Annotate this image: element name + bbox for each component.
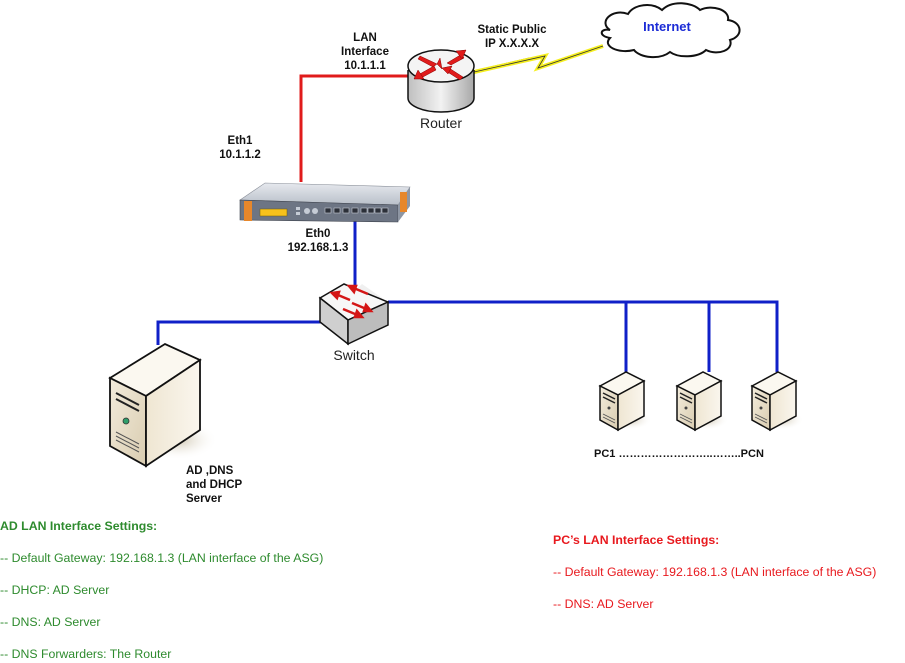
pc-settings-line: -- Default Gateway: 192.168.1.3 (LAN int…	[553, 565, 877, 579]
router-icon	[407, 49, 475, 113]
rack-appliance-icon	[239, 182, 411, 223]
static-public-ip-label: Static Public IP X.X.X.X	[462, 23, 562, 51]
link-router-firewall	[299, 74, 408, 182]
ad-server-label-line: Server	[186, 493, 222, 505]
pc-settings-title: PC’s LAN Interface Settings:	[553, 533, 720, 547]
internet-cloud-icon	[600, 2, 741, 58]
ad-server-label-line: and DHCP	[186, 479, 243, 491]
pc-tower-icon	[750, 371, 804, 432]
switch-icon	[318, 283, 390, 346]
ad-settings-line: -- Default Gateway: 192.168.1.3 (LAN int…	[0, 551, 324, 565]
ad-settings-line: -- DNS Forwarders: The Router	[0, 647, 172, 661]
eth1-name: Eth1	[227, 135, 253, 147]
ad-server-label: AD ,DNS and DHCP Server	[186, 464, 242, 506]
pc-settings-panel: PC’s LAN Interface Settings: -- Default …	[553, 532, 876, 612]
ad-server-label-line: AD ,DNS	[186, 465, 234, 477]
pc-settings-line: -- DNS: AD Server	[553, 597, 654, 611]
internet-label: Internet	[643, 19, 691, 34]
ad-settings-title: AD LAN Interface Settings:	[0, 519, 158, 533]
eth1-label: Eth1 10.1.1.2	[205, 134, 275, 162]
eth0-name: Eth0	[305, 228, 331, 240]
ad-settings-line: -- DNS: AD Server	[0, 615, 101, 629]
static-public-ip: IP X.X.X.X	[484, 38, 540, 50]
pc-tower-icon	[598, 371, 652, 432]
pcs-label: PC1 ……………………..……..PCN	[594, 448, 764, 460]
ad-settings-panel: AD LAN Interface Settings: -- Default Ga…	[0, 518, 323, 662]
switch-label: Switch	[333, 347, 375, 363]
eth0-label: Eth0 192.168.1.3	[278, 227, 358, 255]
static-public-line: Static Public	[477, 24, 547, 36]
lan-interface-line: Interface	[341, 46, 389, 58]
lan-interface-label: LAN Interface 10.1.1.1	[330, 31, 400, 73]
ad-settings-line: -- DHCP: AD Server	[0, 583, 110, 597]
eth0-ip: 192.168.1.3	[287, 242, 349, 254]
server-tower-icon	[108, 342, 218, 468]
lan-interface-ip: 10.1.1.1	[344, 60, 386, 72]
router-label: Router	[419, 115, 463, 131]
eth1-ip: 10.1.1.2	[219, 149, 261, 161]
link-switch-ad-server	[156, 320, 322, 345]
link-router-internet	[473, 44, 604, 74]
lan-interface-line: LAN	[353, 32, 377, 44]
link-switch-pcs	[388, 300, 779, 372]
pc-tower-icon	[675, 371, 729, 432]
